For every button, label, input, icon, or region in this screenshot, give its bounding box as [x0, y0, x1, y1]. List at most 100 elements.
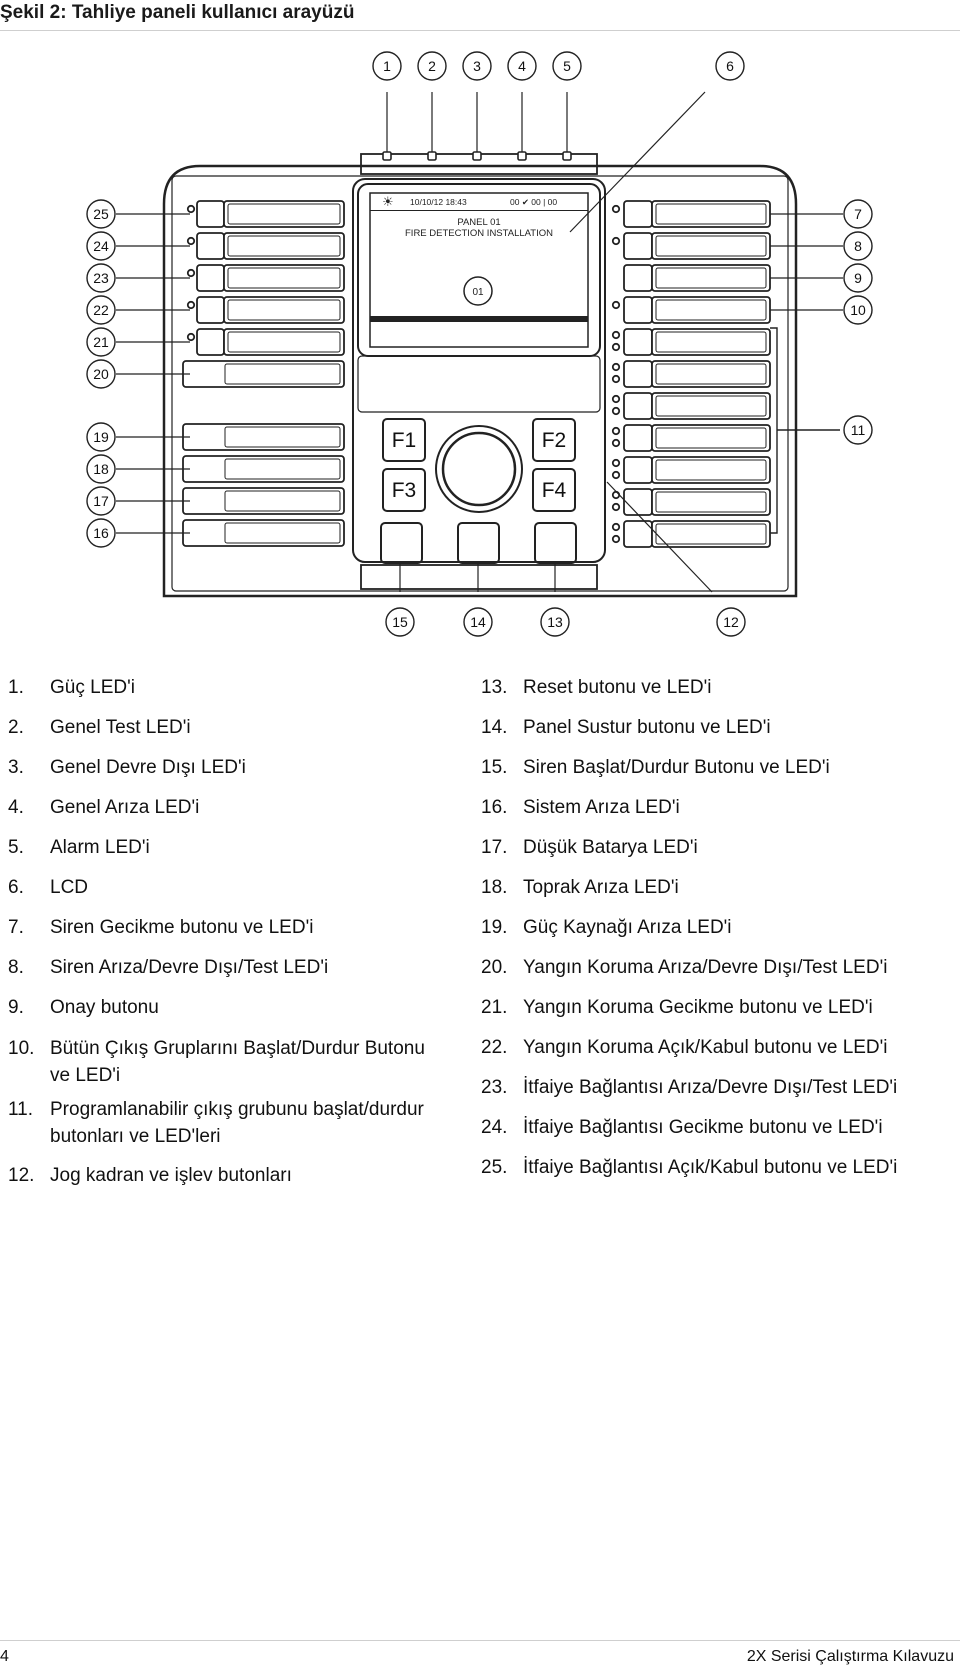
callout-20-label: 20 [93, 366, 109, 382]
legend-item-text: Alarm LED'i [50, 837, 150, 858]
legend-item-number: 22. [481, 1037, 508, 1058]
legend-item: 14.Panel Sustur butonu ve LED'i [481, 708, 960, 748]
left-label-inner-3 [227, 299, 341, 321]
legend-item: 5.Alarm LED'i [8, 828, 448, 868]
right-led-0 [611, 204, 621, 214]
legend-item: 4.Genel Arıza LED'i [8, 788, 448, 828]
legend-item-number: 11. [8, 1099, 34, 1120]
right-small-button-8 [623, 456, 653, 484]
left-label-inner-6 [224, 426, 341, 448]
leader-6 [569, 91, 706, 233]
callout-17-circle [86, 486, 116, 516]
right-small-button-1 [623, 232, 653, 260]
callout-4-label: 4 [518, 58, 526, 74]
lcd-zone-number: 01 [472, 287, 484, 298]
right-led-b-10 [611, 534, 621, 544]
right-led-b-8 [611, 470, 621, 480]
legend-item-text: İtfaiye Bağlantısı Açık/Kabul butonu ve … [523, 1157, 898, 1178]
left-label-inner-9 [224, 522, 341, 544]
callout-9-circle [843, 263, 873, 293]
legend-item: 9.Onay butonu [8, 988, 448, 1028]
left-led-3 [186, 300, 196, 310]
callout-14-circle [463, 607, 493, 637]
legend-item: 17.Düşük Batarya LED'i [481, 828, 960, 868]
legend-item: 6. LCD [8, 868, 448, 908]
lcd-datetime: 10/10/12 18:43 [410, 197, 467, 207]
callout-16-circle [86, 518, 116, 548]
lcd-zone-circle [463, 276, 493, 306]
f3-label: F3 [392, 479, 417, 502]
left-led-4 [186, 332, 196, 342]
document-title: 2X Serisi Çalıştırma Kılavuzu [746, 1648, 954, 1665]
jog-dial-inner [441, 431, 517, 507]
legend-item: 8.Siren Arıza/Devre Dışı/Test LED'i [8, 948, 448, 988]
f3-button [382, 468, 426, 512]
left-label-inner-7 [224, 458, 341, 480]
callout-25-circle [86, 199, 116, 229]
top-led-1 [382, 151, 392, 161]
right-led-a-8 [611, 458, 621, 468]
callout-22-circle [86, 295, 116, 325]
right-led-b-4 [611, 342, 621, 352]
callout-18-label: 18 [93, 461, 109, 477]
callout-6-label: 6 [726, 58, 734, 74]
legend-item-text: Onay butonu [50, 997, 159, 1018]
callout-20-circle [86, 359, 116, 389]
legend-item-number: 25. [481, 1157, 508, 1178]
right-label-inner-5 [655, 363, 767, 385]
figure-title: Şekil 2: Tahliye paneli kullanıcı arayüz… [0, 2, 355, 23]
right-small-button-5 [623, 360, 653, 388]
callout-25-label: 25 [93, 206, 109, 222]
legend-right: 13. Reset butonu ve LED'i 14.Panel Sustur … [481, 668, 960, 1188]
top-led-2 [427, 151, 437, 161]
right-led-1 [611, 236, 621, 246]
callout-2-label: 2 [428, 58, 436, 74]
right-small-button-4 [623, 328, 653, 356]
callout-24-label: 24 [93, 238, 109, 254]
f1-button [382, 418, 426, 462]
callout-11-circle [843, 415, 873, 445]
callout-11-label: 11 [851, 422, 866, 438]
legend-item-text: Bütün Çıkış Gruplarını Başlat/Durdur But… [50, 1038, 425, 1086]
legend-item-number: 13. [481, 677, 508, 698]
right-small-button-7 [623, 424, 653, 452]
legend-item: 21.Yangın Koruma Gecikme butonu ve LED'i [481, 988, 960, 1028]
callout-8-label: 8 [854, 238, 862, 254]
legend-item-number: 6. [8, 877, 24, 898]
callout-22-label: 22 [93, 302, 109, 318]
callout-13-circle [540, 607, 570, 637]
legend-item: 3.Genel Devre Dışı LED'i [8, 748, 448, 788]
legend-item-text: Yangın Koruma Arıza/Devre Dışı/Test LED'… [523, 957, 888, 978]
legend-item-text: Panel Sustur butonu ve LED'i [523, 717, 771, 738]
lcd-sun-icon: ☀ [382, 194, 394, 209]
legend-item-number: 20. [481, 957, 508, 978]
legend-item: 24.İtfaiye Bağlantısı Gecikme butonu ve … [481, 1108, 960, 1148]
left-led-0 [186, 204, 196, 214]
bottom-strip [360, 564, 598, 590]
lcd-statusbar-rule [370, 210, 588, 211]
legend-item: 15.Siren Başlat/Durdur Butonu ve LED'i [481, 748, 960, 788]
f1-label: F1 [392, 429, 417, 452]
right-led-a-5 [611, 362, 621, 372]
f4-label: F4 [542, 479, 567, 502]
legend-item: 23.İtfaiye Bağlantısı Arıza/Devre Dışı/T… [481, 1068, 960, 1108]
right-led-a-9 [611, 490, 621, 500]
legend-item-text: Genel Arıza LED'i [50, 797, 200, 818]
f2-label: F2 [542, 429, 567, 452]
legend-item-text: Reset butonu ve LED'i [523, 677, 712, 698]
callout-18-circle [86, 454, 116, 484]
f4-button [532, 468, 576, 512]
legend-item-text: Yangın Koruma Gecikme butonu ve LED'i [523, 997, 873, 1018]
legend-item: 16.Sistem Arıza LED'i [481, 788, 960, 828]
legend-item: 18.Toprak Arıza LED'i [481, 868, 960, 908]
legend-item-number: 2. [8, 717, 24, 738]
legend-item-text: Güç Kaynağı Arıza LED'i [523, 917, 732, 938]
left-label-inner-8 [224, 490, 341, 512]
legend-item-text: Siren Gecikme butonu ve LED'i [50, 917, 314, 938]
lcd-footer-bar [370, 316, 588, 322]
legend-item-text: LCD [50, 877, 89, 898]
callout-19-circle [86, 422, 116, 452]
right-label-inner-4 [655, 331, 767, 353]
siren-start-stop-button [380, 522, 423, 564]
